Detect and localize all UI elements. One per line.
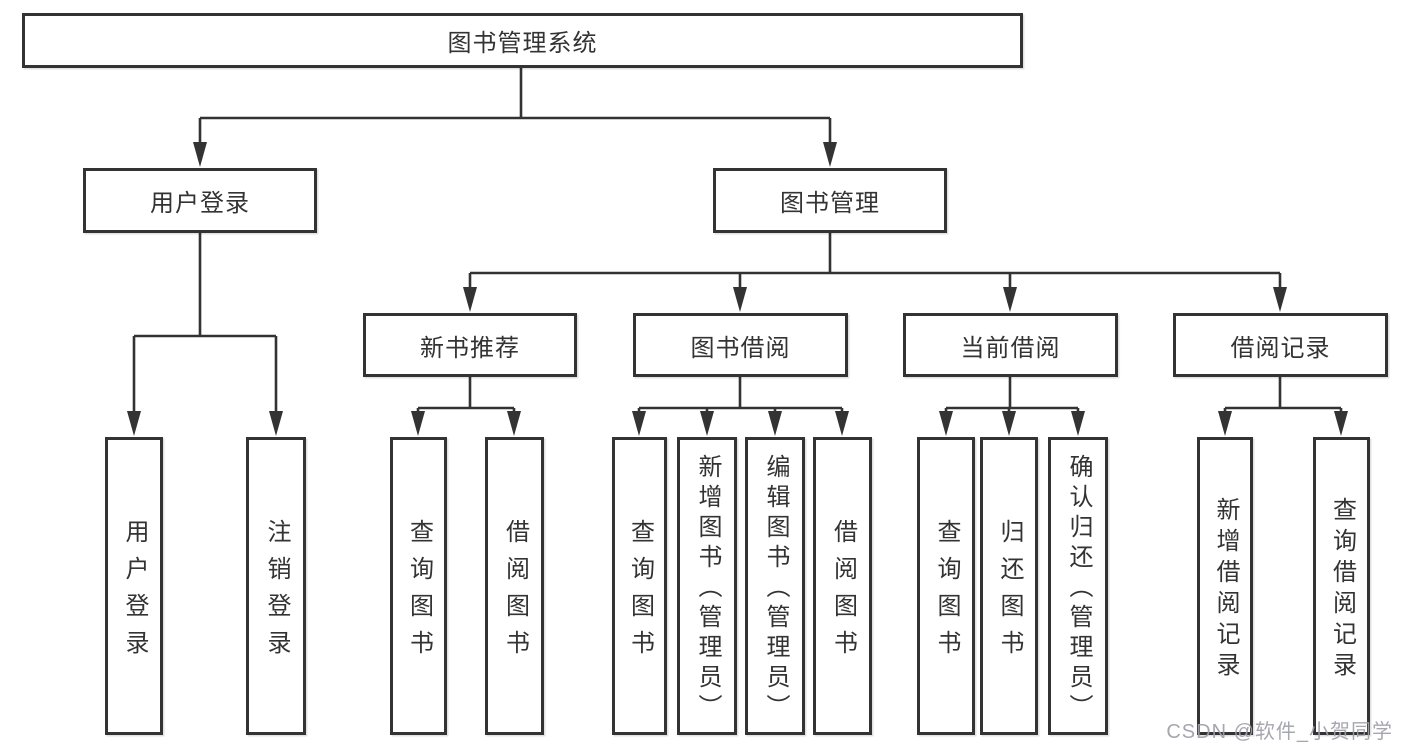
leaf-user-login: 用户登录 [105, 437, 163, 735]
node-label: 查询图书 [933, 518, 960, 667]
node-borrowing-records: 借阅记录 [1173, 313, 1388, 377]
node-library-management-system: 图书管理系统 [22, 13, 1023, 68]
leaf-return-books: 归还图书 [980, 437, 1038, 735]
node-current-borrowing: 当前借阅 [903, 313, 1118, 377]
node-label: 查询借阅记录 [1328, 496, 1356, 683]
node-book-borrowing: 图书借阅 [633, 313, 848, 377]
leaf-confirm-return-admin: 确认归还（管理员） [1048, 437, 1108, 735]
node-label: 确认归还（管理员） [1065, 454, 1092, 724]
node-label: 编辑图书（管理员） [762, 454, 789, 724]
leaf-logout-login: 注销登录 [246, 437, 306, 735]
leaf-add-books-admin: 新增图书（管理员） [677, 437, 737, 735]
leaf-edit-books-admin: 编辑图书（管理员） [745, 437, 805, 735]
leaf-query-books: 查询图书 [612, 437, 667, 735]
node-label: 查询图书 [626, 518, 654, 667]
leaf-borrow-books: 借阅图书 [813, 437, 872, 735]
leaf-query-books: 查询图书 [390, 437, 447, 735]
node-new-book-recommendation: 新书推荐 [363, 313, 577, 377]
node-label: 用户登录 [121, 518, 148, 667]
node-label: 新增借阅记录 [1212, 496, 1239, 683]
arrowheads [127, 142, 1348, 436]
leaf-query-books: 查询图书 [917, 437, 975, 735]
node-label: 注销登录 [263, 518, 290, 667]
node-label: 归还图书 [996, 518, 1023, 667]
leaf-query-borrow-record: 查询借阅记录 [1313, 437, 1370, 735]
node-user-login: 用户登录 [83, 168, 317, 233]
node-book-management: 图书管理 [713, 168, 947, 233]
leaf-borrow-books: 借阅图书 [485, 437, 544, 735]
node-label: 借阅图书 [829, 518, 857, 667]
node-label: 新增图书（管理员） [694, 454, 721, 724]
node-label: 借阅图书 [501, 518, 529, 667]
csdn-watermark: CSDN @软件_小贺同学 [1166, 721, 1393, 743]
leaf-add-borrow-record: 新增借阅记录 [1197, 437, 1253, 735]
node-label: 查询图书 [405, 518, 433, 667]
